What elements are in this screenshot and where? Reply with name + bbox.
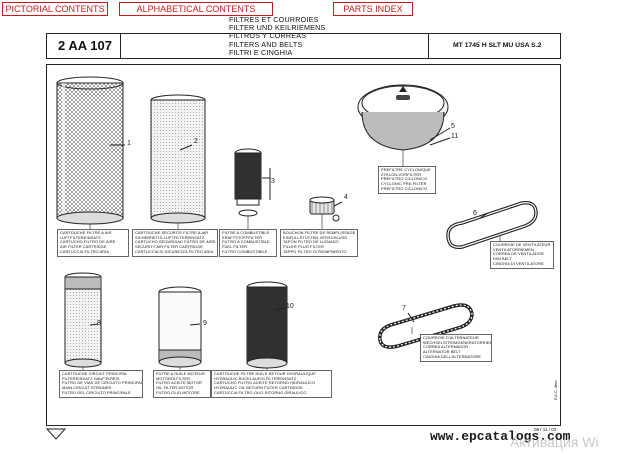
callout-9[interactable]: 9: [203, 320, 207, 327]
alternator-belt-drawing[interactable]: [378, 303, 474, 349]
watermark-text: www.epcatalogs.com: [430, 429, 571, 444]
title-es: FILTROS Y CORREAS: [229, 31, 307, 41]
callout-4[interactable]: 4: [344, 194, 348, 201]
callout-7[interactable]: 7: [402, 305, 406, 312]
fuel-filter-drawing[interactable]: [234, 148, 271, 217]
title-de: FILTER UND KEILRIEMENS: [229, 23, 326, 33]
alphabetical-contents-link[interactable]: ALPHABETICAL CONTENTS: [119, 2, 273, 16]
title-fr: FILTRES ET COURROIES: [229, 15, 319, 24]
page-title-block: FILTRES ET COURROIES FILTER UND KEILRIEM…: [229, 15, 326, 57]
page-down-arrow-icon[interactable]: [46, 428, 66, 440]
callout-3[interactable]: 3: [271, 178, 275, 185]
title-en: FILTERS AND BELTS: [229, 39, 303, 49]
header-box: [46, 33, 561, 59]
callout-11[interactable]: 11: [451, 133, 459, 140]
filler-plug-drawing[interactable]: [309, 196, 343, 222]
windows-activation-overlay: Активация Wi: [510, 434, 599, 450]
callout-1[interactable]: 1: [127, 140, 131, 147]
parts-index-link[interactable]: PARTS INDEX: [333, 2, 413, 16]
air-filter-cartridge-drawing[interactable]: [56, 76, 125, 225]
cyclonic-prefilter-drawing[interactable]: [357, 84, 451, 151]
section-code: 2 AA 107: [58, 38, 112, 53]
side-reference-code: P.A.C. libre: [553, 380, 558, 400]
callout-2[interactable]: 2: [194, 138, 198, 145]
engine-oil-filter-drawing[interactable]: [158, 286, 202, 368]
header-divider: [428, 33, 429, 58]
callout-8[interactable]: 8: [97, 320, 101, 327]
header-divider: [120, 33, 121, 58]
security-air-filter-drawing[interactable]: [150, 94, 206, 224]
label-hydraulic-filter: CARTOUCHE FILTRE HUILE RETOUR HYDRAULIQU…: [211, 370, 332, 398]
revision-date: 08 / 11 / 03: [534, 427, 557, 432]
machine-model: MT 1745 H SLT MU USA S.2: [453, 42, 542, 49]
callout-6[interactable]: 6: [473, 210, 477, 217]
callout-10[interactable]: 10: [286, 303, 294, 310]
hydraulic-filter-drawing[interactable]: [246, 281, 288, 369]
callout-5[interactable]: 5: [451, 123, 455, 130]
fan-belt-drawing[interactable]: [446, 200, 538, 249]
illustration-panel: [46, 64, 561, 426]
title-it: FILTRI E CINGHIA: [229, 47, 293, 57]
main-circuit-strainer-drawing[interactable]: [64, 272, 102, 368]
pictorial-contents-link[interactable]: PICTORIAL CONTENTS: [2, 2, 108, 16]
